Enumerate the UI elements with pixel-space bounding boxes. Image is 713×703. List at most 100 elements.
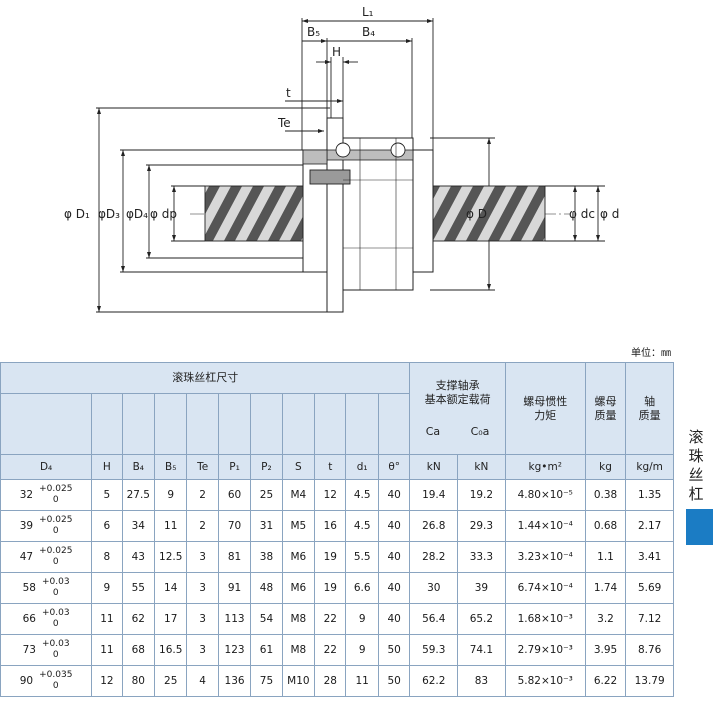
cell-t: 16 <box>314 510 347 542</box>
cell-t: 22 <box>314 603 347 635</box>
cell-shaft-mass: 8.76 <box>625 634 674 666</box>
dim-D-label: φ D <box>466 207 487 221</box>
cell-P2: 54 <box>250 603 283 635</box>
cell-shaft-mass: 13.79 <box>625 665 674 697</box>
dim-B4-label: B₄ <box>362 25 375 39</box>
cell-inertia: 3.23×10⁻⁴ <box>504 541 586 573</box>
cell-inertia: 1.44×10⁻⁴ <box>504 510 586 542</box>
cell-d1: 4.5 <box>345 479 379 511</box>
cell-Te: 3 <box>186 541 219 573</box>
col-header-P2: P₂ <box>250 454 283 480</box>
dim-dp-label: φ dp <box>150 207 177 221</box>
cell-nut-mass: 3.95 <box>584 634 627 666</box>
cell-P2: 25 <box>250 479 283 511</box>
col-header-theta-top <box>377 393 411 455</box>
cell-Ca: 56.4 <box>409 603 459 635</box>
col-header-B4: B₄ <box>121 454 156 480</box>
col-header-P2-top <box>250 393 283 455</box>
cell-Ca: 62.2 <box>409 665 459 697</box>
cell-theta: 40 <box>377 479 411 511</box>
group-header-bearing-load: 支撑轴承基本额定载荷 Ca C₀a <box>409 362 506 455</box>
cell-H: 11 <box>91 634 123 666</box>
cell-theta: 40 <box>377 603 411 635</box>
cell-P1: 70 <box>217 510 252 542</box>
dim-d-label: φ d <box>600 207 619 221</box>
dim-B5-label: B₅ <box>307 25 320 39</box>
cell-B4: 80 <box>121 665 156 697</box>
side-category-label: 滚珠丝杠 <box>688 428 704 503</box>
cell-B4: 43 <box>121 541 156 573</box>
cell-d1: 9 <box>345 634 379 666</box>
ball-screw-spec-table: 滚珠丝杠尺寸 支撑轴承基本额定载荷 Ca C₀a 螺母惯性力矩 螺母质量 轴质量 <box>0 362 674 697</box>
cell-theta: 40 <box>377 510 411 542</box>
cell-theta: 50 <box>377 634 411 666</box>
cell-B4: 68 <box>121 634 156 666</box>
cell-S: M10 <box>281 665 316 697</box>
dim-D3-label: φD₃ <box>98 207 120 221</box>
cell-nut-mass: 6.22 <box>584 665 627 697</box>
cell-B5: 16.5 <box>153 634 188 666</box>
col-header-d1: d₁ <box>345 454 379 480</box>
group-header-shaft-mass: 轴质量 <box>625 362 674 455</box>
cell-P2: 61 <box>250 634 283 666</box>
cell-S: M4 <box>281 479 316 511</box>
cell-B5: 12.5 <box>153 541 188 573</box>
cell-theta: 50 <box>377 665 411 697</box>
cell-C0a: 19.2 <box>457 479 506 511</box>
cell-P1: 91 <box>217 572 252 604</box>
cell-theta: 40 <box>377 541 411 573</box>
cell-H: 5 <box>91 479 123 511</box>
cell-C0a: 29.3 <box>457 510 506 542</box>
col-header-C0a: C₀a <box>470 424 490 438</box>
col-header-D4-top <box>0 393 93 455</box>
dim-dc-label: φ dc <box>569 207 595 221</box>
cell-H: 9 <box>91 572 123 604</box>
cell-P1: 113 <box>217 603 252 635</box>
unit-nut-mass: kg <box>584 454 627 480</box>
cell-t: 28 <box>314 665 347 697</box>
cell-nut-mass: 0.38 <box>584 479 627 511</box>
cell-P2: 31 <box>250 510 283 542</box>
dim-t-label: t <box>286 86 291 100</box>
cell-B4: 34 <box>121 510 156 542</box>
col-header-B5: B₅ <box>153 454 188 480</box>
cell-B4: 27.5 <box>121 479 156 511</box>
dim-D4-label: φD₄ <box>126 207 148 221</box>
group-header-dimensions: 滚珠丝杠尺寸 <box>0 362 411 394</box>
unit-C0a: kN <box>457 454 506 480</box>
col-header-S-top <box>281 393 316 455</box>
cell-H: 11 <box>91 603 123 635</box>
cell-t: 22 <box>314 634 347 666</box>
unit-inertia: kg•m² <box>504 454 586 480</box>
cell-inertia: 6.74×10⁻⁴ <box>504 572 586 604</box>
cell-d1: 5.5 <box>345 541 379 573</box>
cell-inertia: 4.80×10⁻⁵ <box>504 479 586 511</box>
cell-S: M8 <box>281 603 316 635</box>
cell-C0a: 33.3 <box>457 541 506 573</box>
cell-P1: 123 <box>217 634 252 666</box>
cell-theta: 40 <box>377 572 411 604</box>
col-header-S: S <box>281 454 316 480</box>
cell-P1: 81 <box>217 541 252 573</box>
dim-L1-label: L₁ <box>362 5 374 19</box>
group-header-nut-mass: 螺母质量 <box>584 362 627 455</box>
cell-P1: 60 <box>217 479 252 511</box>
cell-P2: 75 <box>250 665 283 697</box>
cell-t: 19 <box>314 572 347 604</box>
cell-B5: 9 <box>153 479 188 511</box>
unit-Ca: kN <box>409 454 459 480</box>
